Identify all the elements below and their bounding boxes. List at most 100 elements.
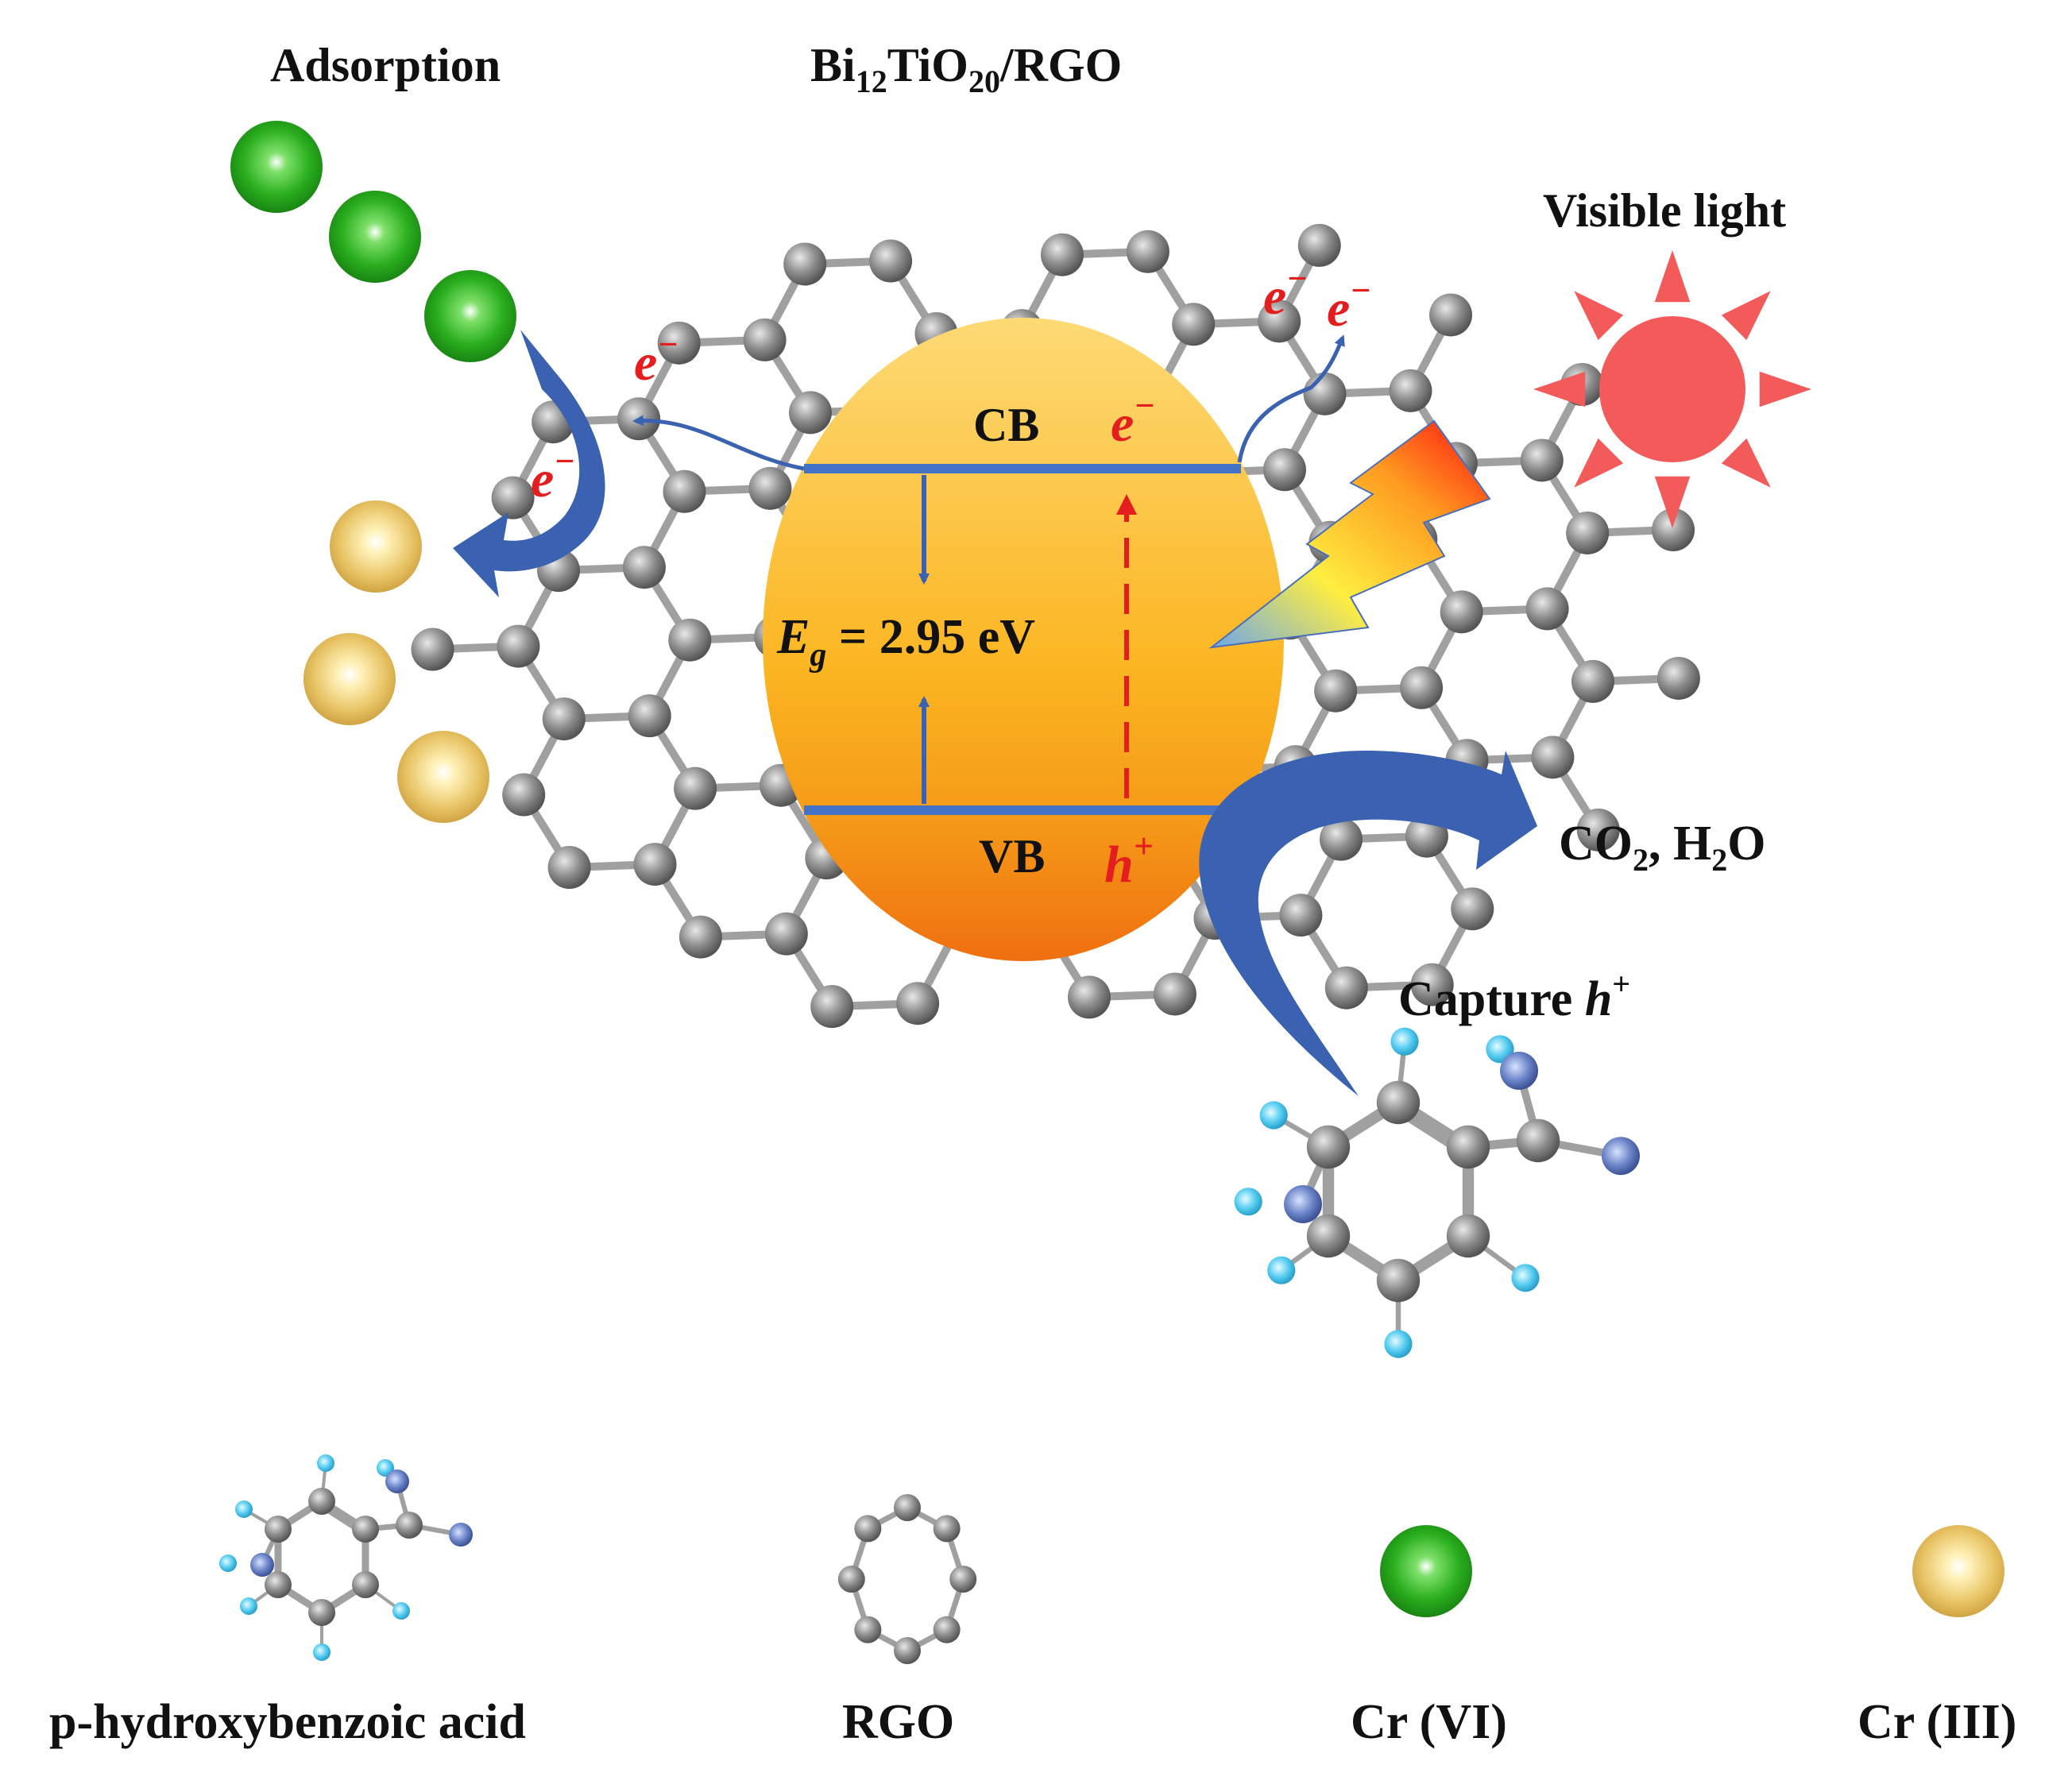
hydrogen-atom	[235, 1500, 253, 1518]
legend-p-hydroxybenzoic-acid-label: p-hydroxybenzoic acid	[49, 1695, 526, 1749]
carbon-atom	[547, 846, 591, 890]
carbon-atom	[1576, 808, 1620, 852]
visible-light-label: Visible light	[1543, 184, 1786, 237]
carbon-atom	[1531, 736, 1575, 779]
lightning-bolt-icon	[1208, 419, 1491, 649]
oxygen-atom	[1284, 1185, 1322, 1223]
sun-ray	[1574, 438, 1624, 488]
adsorption-label: Adsorption	[270, 39, 501, 91]
carbon-atom	[411, 628, 454, 671]
oxidation-arrow	[1199, 751, 1537, 1096]
carbon-atom	[1172, 303, 1216, 346]
carbon-atom	[617, 397, 661, 441]
sun-ray	[1533, 371, 1586, 407]
carbon-atom	[678, 915, 722, 959]
carbon-atom	[1656, 656, 1700, 700]
sun-ray	[1654, 476, 1691, 528]
vb-label: VB	[979, 830, 1045, 882]
carbon-atom	[1279, 894, 1323, 937]
carbon-atom	[542, 697, 586, 741]
carbon-atom	[1319, 817, 1363, 861]
hydrogen-atom	[317, 1454, 334, 1472]
reduction-arrow	[453, 330, 605, 597]
sun-ray	[1759, 371, 1811, 407]
carbon-atom	[949, 1566, 977, 1593]
carbon-atom	[1303, 372, 1347, 415]
electron-label-rgo-right-2: e−	[1327, 271, 1371, 338]
electron-label-rgo-right-1: e−	[1263, 259, 1308, 326]
hydrogen-atom	[1511, 1264, 1540, 1292]
carbon-atom	[1306, 1125, 1351, 1169]
carbon-atom	[265, 1571, 292, 1598]
oxygen-atom	[1602, 1137, 1640, 1176]
carbon-atom	[869, 239, 913, 283]
carbon-atom	[1376, 1258, 1421, 1303]
products-label: CO2, H2O	[1559, 817, 1765, 878]
carbon-atom	[854, 1616, 882, 1643]
hydrogen-atom	[1259, 1101, 1288, 1130]
carbon-atom	[502, 773, 546, 817]
cr-vi-spheres	[230, 121, 516, 362]
carbon-atom	[1376, 1080, 1421, 1125]
hydrogen-atom	[1384, 1330, 1413, 1358]
carbon-atom	[837, 1566, 865, 1593]
compound-title: Bi12TiO20/RGO	[810, 39, 1122, 99]
hydrogen-atom	[392, 1602, 410, 1620]
legend-rgo-label: RGO	[842, 1695, 954, 1749]
hydrogen-atom	[1234, 1188, 1262, 1216]
sun-ray	[1654, 250, 1691, 303]
carbon-atom	[663, 469, 706, 513]
hole-label-vb: h+	[1104, 827, 1154, 894]
cb-label: CB	[973, 399, 1039, 451]
electron-label-rgo-left-1: e−	[634, 325, 678, 392]
legend-rgo-icon	[837, 1494, 977, 1664]
carbon-atom	[674, 767, 717, 810]
capture-hole-label: Capture h+	[1398, 966, 1630, 1026]
sun-icon	[1533, 250, 1811, 528]
carbon-atom	[1451, 887, 1494, 931]
hydrogen-atom	[1267, 1256, 1296, 1284]
carbon-atom	[1410, 963, 1454, 1006]
carbon-atom	[854, 1515, 882, 1543]
carbon-atom	[1652, 508, 1695, 552]
carbon-atom	[810, 985, 854, 1029]
carbon-atom	[1446, 1214, 1490, 1258]
carbon-atom	[1324, 966, 1368, 1010]
carbon-atom	[491, 476, 535, 519]
carbon-atom	[628, 694, 671, 738]
sun-ray	[1721, 291, 1771, 341]
electron-transfer-arrow-left	[632, 415, 805, 471]
legend-cr-vi-icon	[1380, 1525, 1472, 1617]
oxygen-atom	[385, 1470, 409, 1493]
carbon-atom	[1258, 299, 1301, 343]
hydrogen-atom	[1390, 1027, 1419, 1056]
carbon-atom	[657, 321, 701, 365]
legend-cr-iii-label: Cr (III)	[1857, 1695, 2016, 1749]
carbon-atom	[1314, 669, 1358, 713]
carbon-atom	[1440, 590, 1483, 634]
carbon-atom	[633, 843, 677, 886]
carbon-atom	[308, 1599, 335, 1626]
carbon-atom	[352, 1516, 379, 1543]
carbon-atom	[1429, 293, 1473, 337]
carbon-atom	[497, 624, 540, 668]
carbon-atom	[265, 1516, 292, 1543]
carbon-atom	[894, 1494, 921, 1521]
carbon-atom	[1566, 511, 1610, 554]
legend-cr-iii-icon	[1912, 1525, 2004, 1617]
carbon-atom	[896, 982, 940, 1025]
carbon-atom	[1262, 448, 1306, 492]
sun-ray	[1574, 291, 1624, 341]
carbon-atom	[894, 1637, 921, 1664]
carbon-atom	[764, 912, 808, 956]
carbon-atom	[352, 1571, 379, 1598]
carbon-atom	[1040, 233, 1084, 276]
oxygen-atom	[250, 1553, 274, 1577]
carbon-atom	[1400, 666, 1444, 709]
carbon-atom	[933, 1515, 961, 1543]
carbon-atom	[788, 391, 832, 434]
carbon-atom	[622, 546, 666, 589]
legend-cr-vi-label: Cr (VI)	[1351, 1695, 1507, 1749]
carbon-atom	[748, 466, 792, 510]
